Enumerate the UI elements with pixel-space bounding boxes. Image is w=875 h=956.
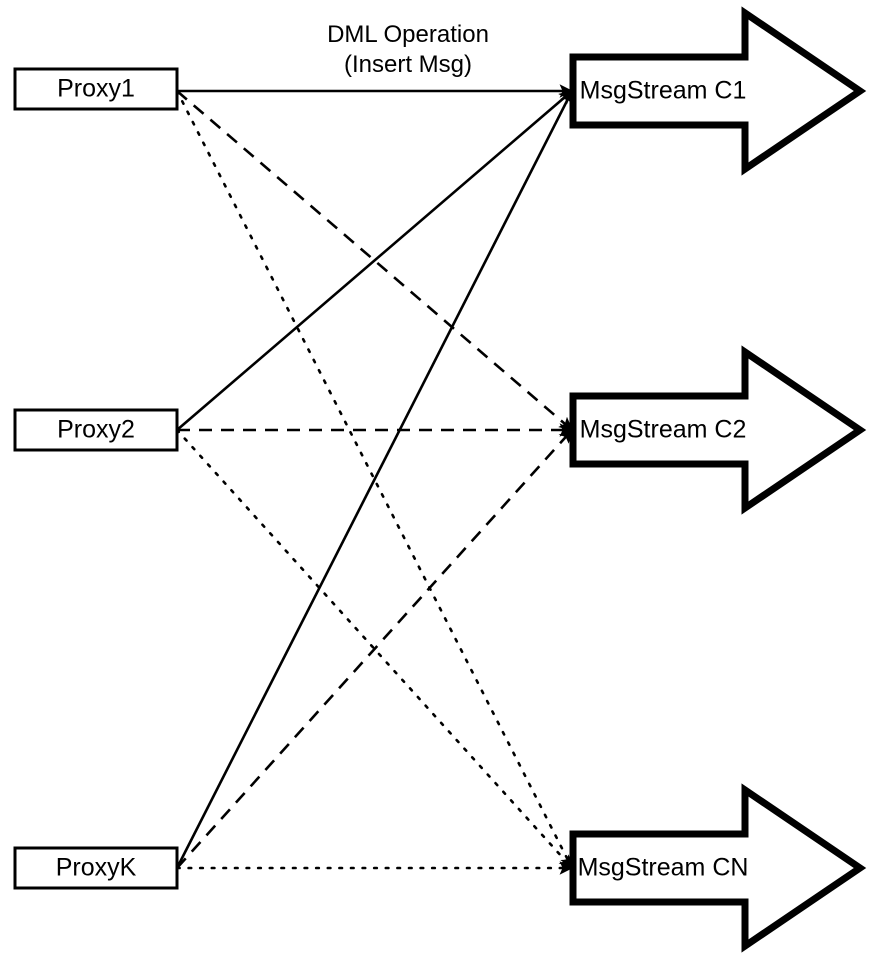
dml-operation-label-line2: (Insert Msg) bbox=[344, 51, 472, 78]
msgstream-arrow-shape bbox=[569, 6, 867, 176]
edge-p2-c1 bbox=[176, 90, 573, 431]
proxy-node-proxy2[interactable]: Proxy2 bbox=[13, 408, 179, 452]
proxy-label: Proxy2 bbox=[57, 416, 135, 444]
proxy-label: Proxy1 bbox=[57, 75, 135, 103]
dml-operation-label: DML Operation (Insert Msg) bbox=[327, 21, 489, 78]
msgstream-node-cn[interactable]: MsgStream CN bbox=[569, 783, 867, 953]
msgstream-arrow-shape bbox=[569, 783, 867, 953]
proxy-box-rect bbox=[13, 408, 179, 452]
msgstream-label: MsgStream C2 bbox=[580, 416, 747, 444]
proxy-node-proxyK[interactable]: ProxyK bbox=[13, 846, 179, 890]
proxy-label: ProxyK bbox=[56, 854, 137, 882]
proxy-box-rect bbox=[13, 67, 179, 111]
msgstream-node-c1[interactable]: MsgStream C1 bbox=[569, 6, 867, 176]
proxy-box-rect bbox=[13, 846, 179, 890]
msgstream-node-c2[interactable]: MsgStream C2 bbox=[569, 345, 867, 515]
edge-pk-c1 bbox=[175, 90, 574, 869]
msgstream-label: MsgStream C1 bbox=[580, 77, 747, 105]
msgstream-label: MsgStream CN bbox=[578, 854, 749, 882]
streams-layer: MsgStream C1 MsgStream C2 MsgStream CN bbox=[569, 6, 867, 953]
msgstream-arrow-shape bbox=[569, 345, 867, 515]
dml-operation-label-line1: DML Operation bbox=[327, 21, 489, 48]
edge-pk-c2 bbox=[176, 429, 573, 869]
proxy-node-proxy1[interactable]: Proxy1 bbox=[13, 67, 179, 111]
edges-layer bbox=[175, 84, 574, 875]
